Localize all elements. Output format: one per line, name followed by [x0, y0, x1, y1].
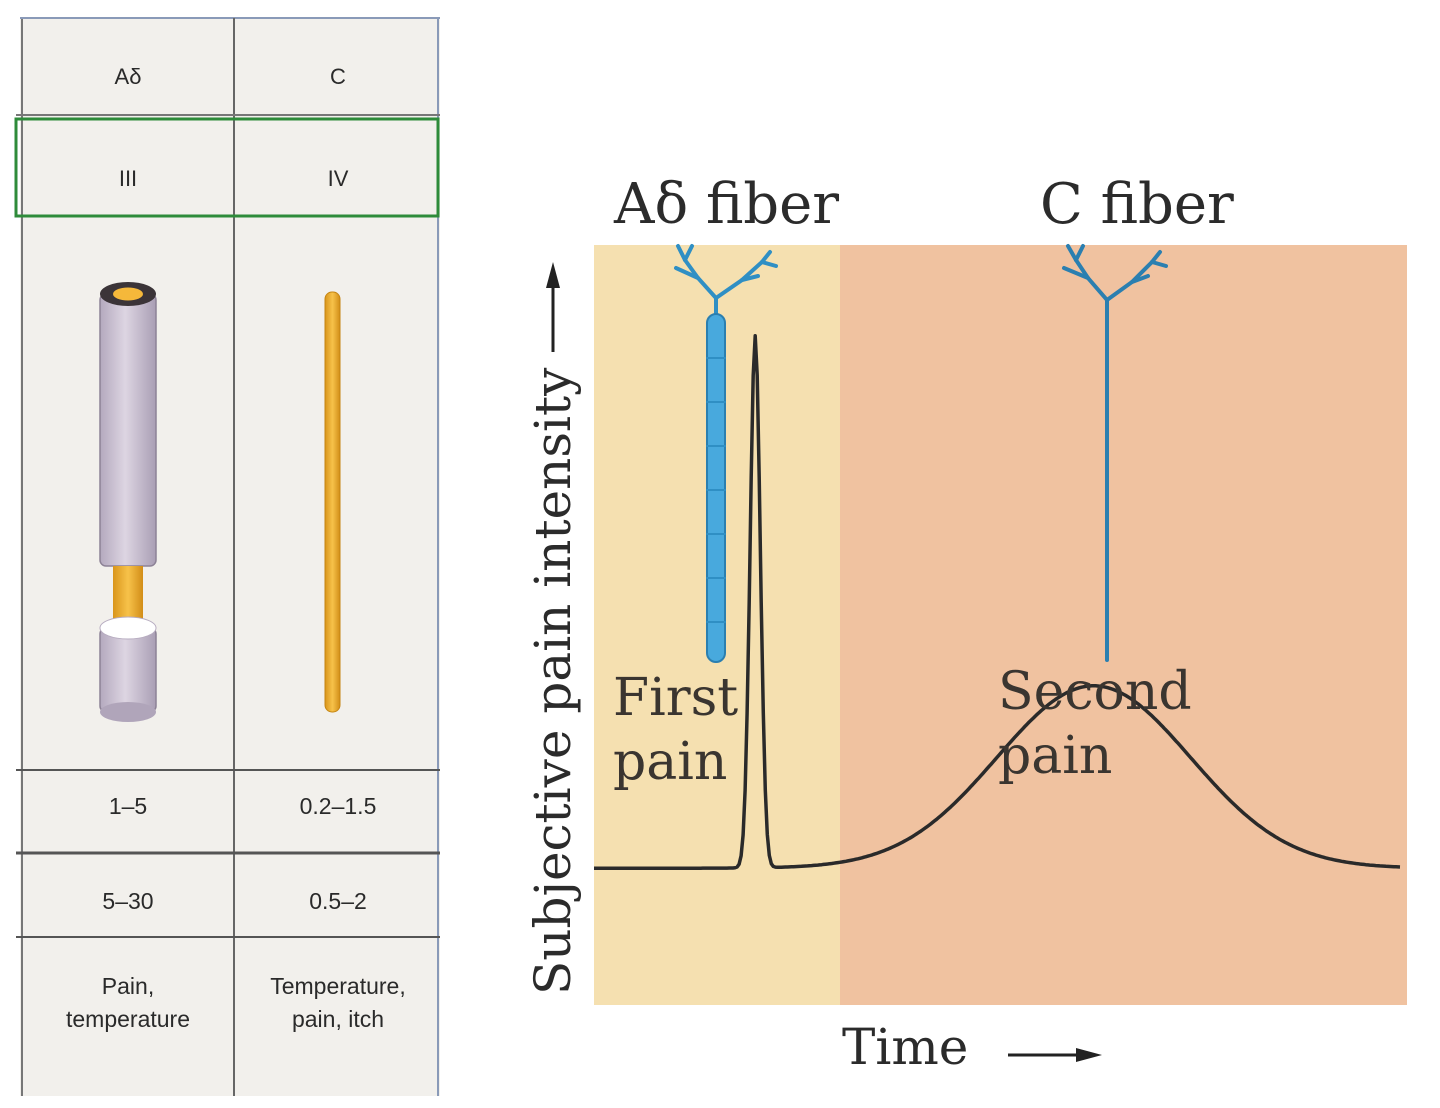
a-delta-neuron-icon — [674, 244, 778, 663]
fiber-type-cell: Aδ — [114, 64, 142, 89]
fiber-speed-cell: 5–30 — [102, 888, 154, 914]
fiber-classification-table: Aδ C III IV 1–5 0.2–1.5 5–30 0.5–2 Pain,… — [0, 0, 460, 1108]
second-pain-label: Second pain — [998, 660, 1192, 788]
second-pain-line: Second — [998, 662, 1192, 722]
fiber-function-cell: Pain, temperature — [22, 970, 234, 1036]
y-axis-arrow-icon — [546, 262, 560, 352]
function-line: Pain, — [101, 973, 155, 999]
fiber-diameter-cell: 1–5 — [108, 793, 148, 819]
fiber-type-cell: C — [330, 64, 346, 89]
a-delta-fiber-label: Aδ fiber — [614, 172, 840, 237]
fiber-speed-cell: 0.5–2 — [309, 888, 367, 914]
pain-intensity-curve — [594, 334, 1401, 870]
fiber-group-cell: III — [118, 166, 138, 191]
fiber-group-cell: IV — [327, 166, 349, 191]
pain-diagram-graphic — [546, 244, 1407, 1062]
c-fiber-region — [840, 245, 1407, 1005]
first-pain-label: First pain — [613, 666, 738, 794]
c-fiber-illustration — [324, 291, 341, 713]
first-second-pain-diagram: Aδ fiber C fiber First pain Second pain … — [480, 0, 1440, 1108]
c-fiber-label: C fiber — [1040, 172, 1234, 237]
x-axis-label: Time — [842, 1018, 969, 1076]
table-background — [20, 18, 440, 1096]
x-axis-arrow-icon — [1008, 1048, 1102, 1062]
highlight-group-row — [14, 117, 440, 218]
table-grid — [14, 17, 440, 1096]
c-neuron-icon — [1062, 244, 1168, 662]
a-delta-fiber-illustration — [99, 282, 157, 722]
fiber-diameter-cell: 0.2–1.5 — [299, 793, 377, 819]
y-axis-label: Subjective pain intensity — [524, 367, 582, 995]
fiber-function-cell: Temperature, pain, itch — [236, 970, 440, 1036]
second-pain-line: pain — [998, 726, 1113, 786]
first-pain-line: pain — [613, 732, 728, 792]
function-line: Temperature, — [270, 973, 406, 999]
first-pain-line: First — [613, 668, 739, 728]
function-line: pain, itch — [291, 1006, 385, 1032]
function-line: temperature — [65, 1006, 190, 1032]
